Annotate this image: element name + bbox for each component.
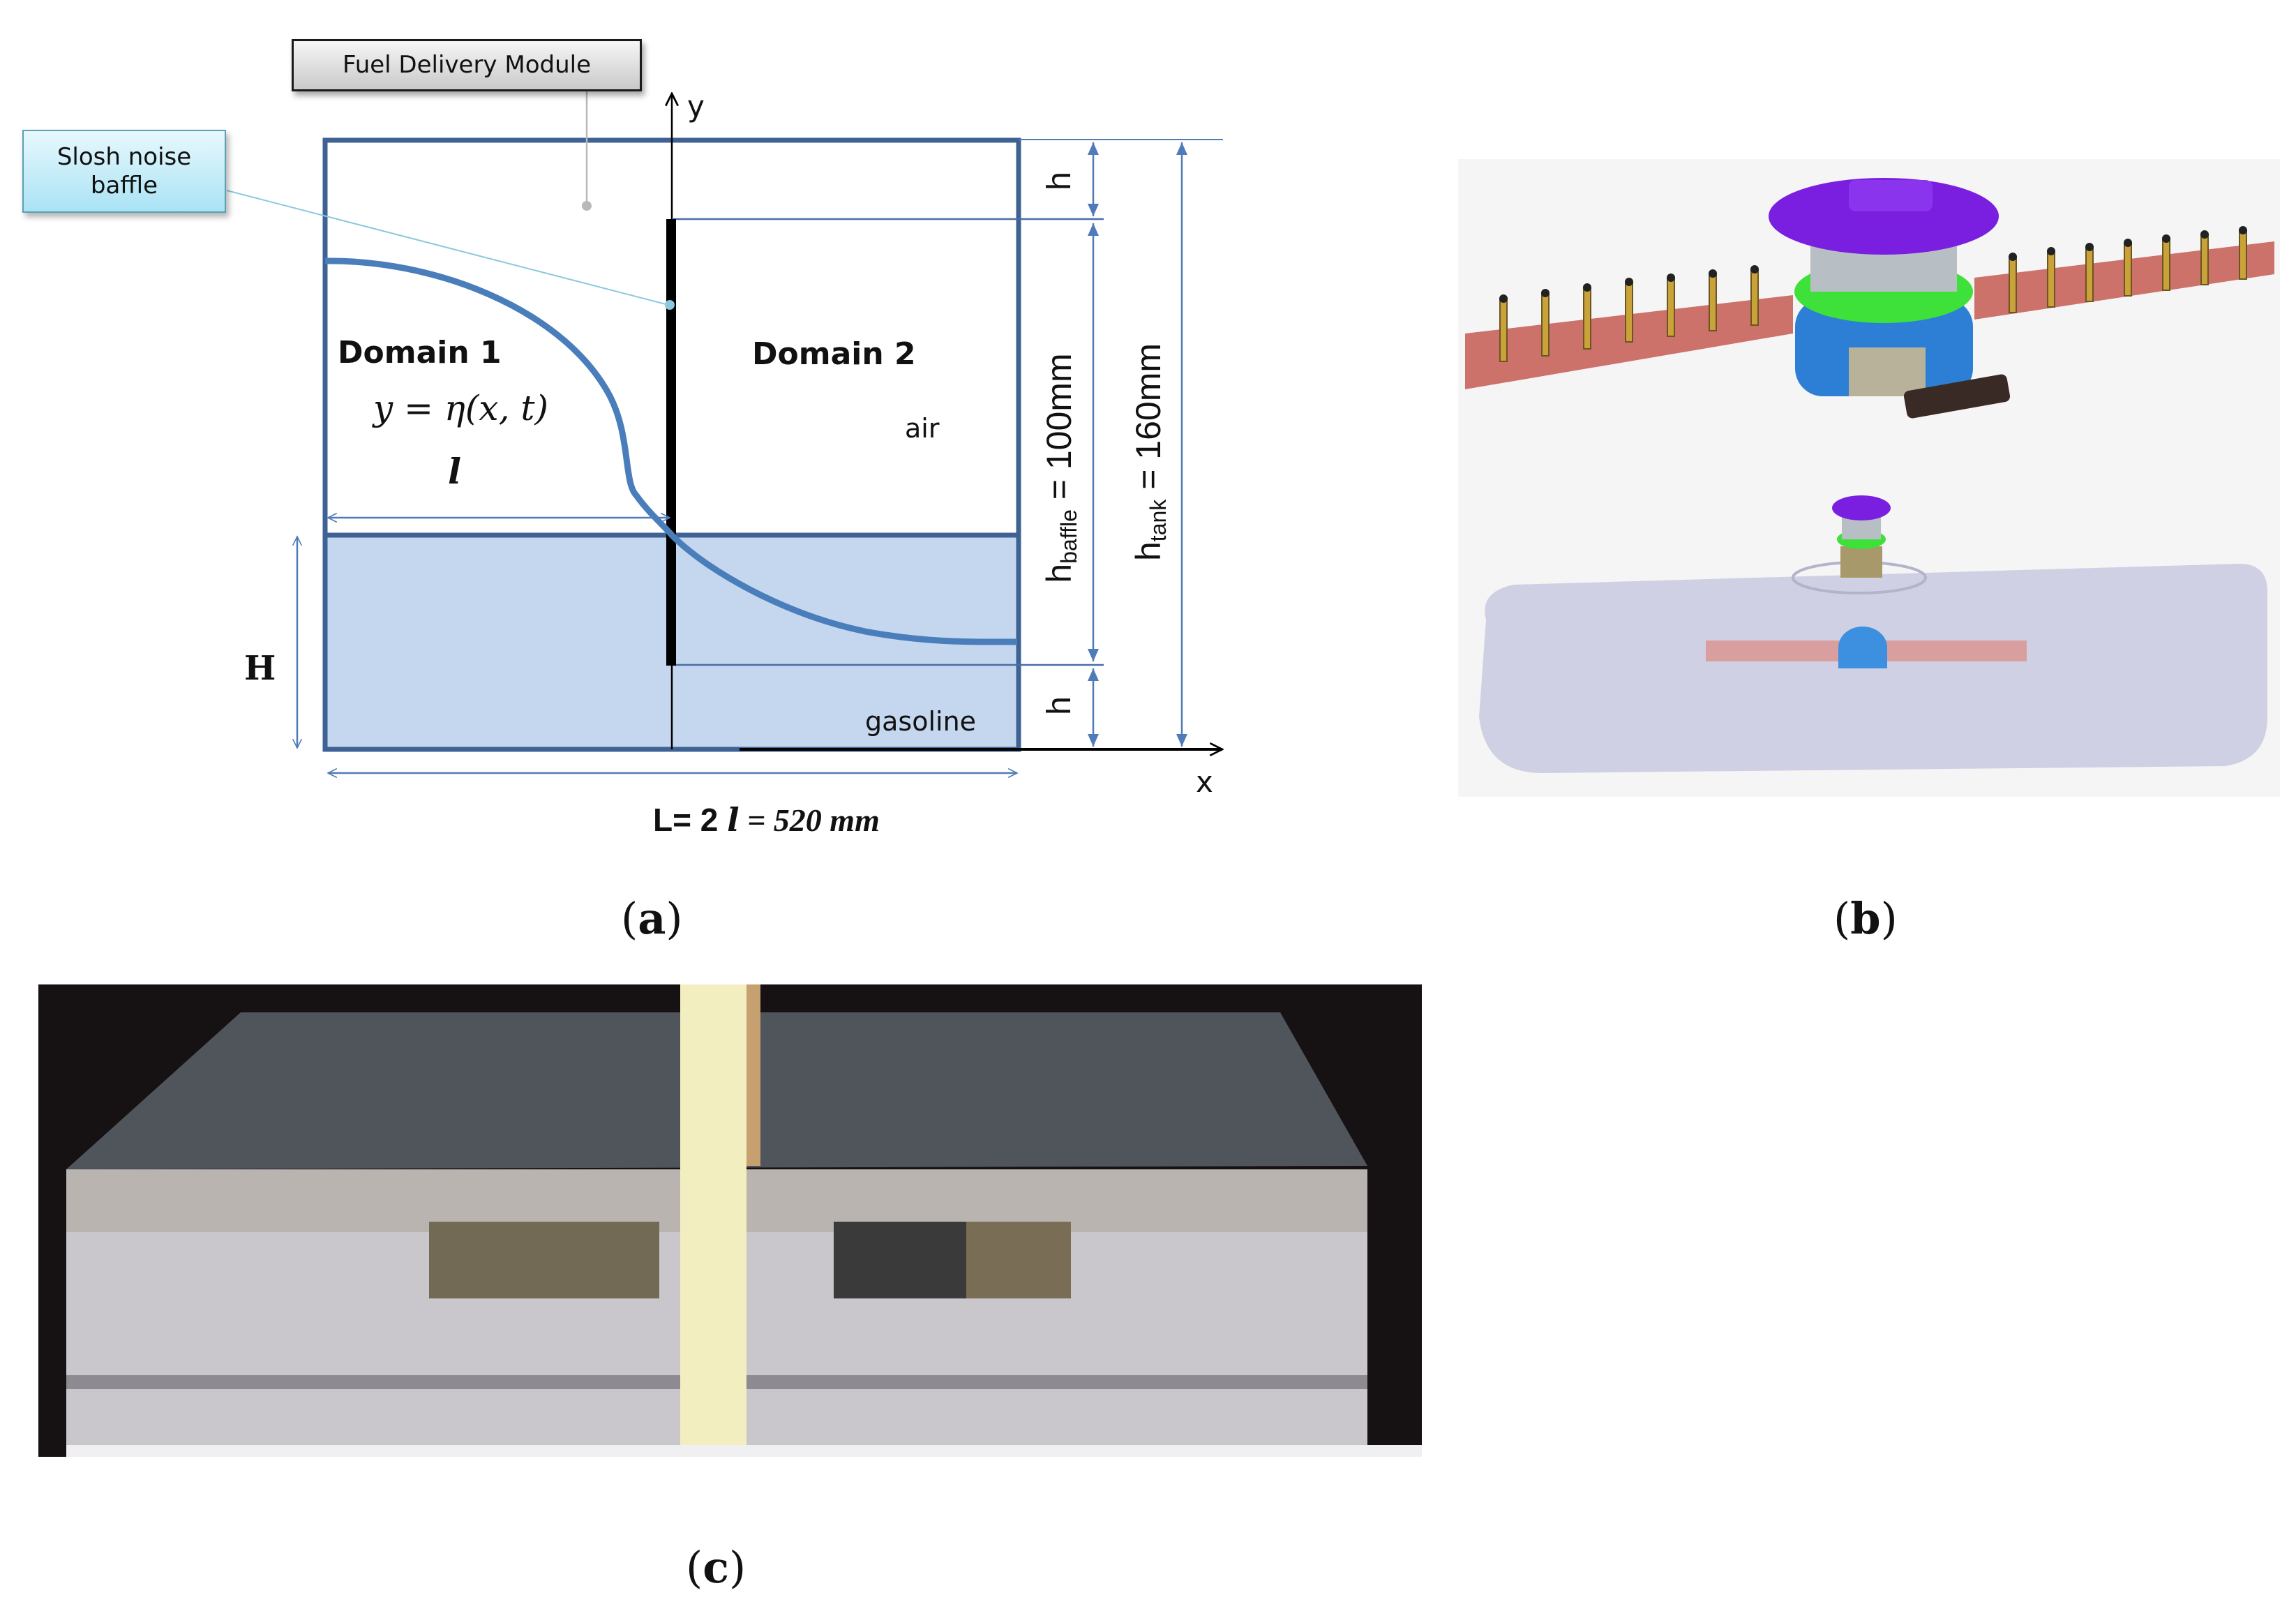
domain-2-label: Domain 2 [752, 336, 916, 372]
fill-height-label: H [244, 649, 276, 688]
panel-b-render [1458, 159, 2280, 797]
length-l: l [727, 801, 740, 839]
y-axis-label: y [687, 89, 705, 123]
baffle-height-subscript: baffle [1056, 509, 1081, 564]
left-baffle-arm [1465, 265, 1793, 389]
domain-1-label: Domain 1 [338, 335, 502, 370]
slosh-baffle [666, 219, 676, 666]
caption-c: (c) [686, 1542, 746, 1593]
panel-c-photograph [38, 984, 1422, 1457]
length-label: L= 2 l = 520 mm [653, 801, 880, 839]
tank-height-label: htank = 160mm [1128, 343, 1171, 561]
baffle-height-label: hbaffle = 100mm [1039, 353, 1082, 583]
baffle-leader-line [226, 190, 669, 306]
length-suffix: = 520 mm [739, 802, 880, 838]
tank-height-symbol: h [1129, 541, 1168, 561]
fdm-leader-dot [582, 201, 592, 211]
baffle-height-value: = 100mm [1040, 353, 1079, 510]
tank-height-value: = 160mm [1129, 343, 1168, 500]
baffle-height-symbol: h [1040, 563, 1079, 583]
caption-b: (b) [1833, 893, 1898, 944]
wooden-ruler [680, 984, 746, 1457]
slosh-noise-baffle-callout: Slosh noise baffle [22, 130, 226, 213]
free-surface-equation: y = η(x, t) [373, 388, 548, 428]
experimental-tank-photo [38, 984, 1422, 1457]
fuel-delivery-module [1769, 178, 2011, 419]
baffle-left-section [429, 1222, 659, 1298]
caption-a-letter: a [638, 893, 666, 944]
panel-a-diagram [226, 91, 1223, 773]
fuel-delivery-module-callout: Fuel Delivery Module [292, 39, 642, 91]
right-baffle-arm [1974, 226, 2274, 320]
x-axis-label: x [1196, 765, 1213, 799]
gap-top-label: h [1040, 172, 1078, 190]
baffle-leader-dot [665, 300, 675, 310]
caption-b-letter: b [1850, 893, 1881, 944]
caption-a: (a) [621, 893, 683, 944]
air-label: air [905, 413, 940, 444]
small-fuel-module [1832, 495, 1891, 578]
free-surface-curve [324, 257, 1018, 645]
translucent-fuel-tank [1479, 561, 2267, 773]
caption-c-letter: c [703, 1542, 729, 1593]
tank-height-subscript: tank [1146, 499, 1171, 542]
gasoline-label: gasoline [865, 706, 977, 737]
slosh-noise-baffle-label: Slosh noise baffle [57, 142, 192, 200]
gap-bottom-label: h [1040, 696, 1078, 715]
fuel-module-render [1465, 178, 2274, 773]
fuel-delivery-module-label: Fuel Delivery Module [343, 51, 591, 80]
half-length-label: l [448, 451, 461, 492]
length-prefix: L= 2 [653, 802, 728, 838]
